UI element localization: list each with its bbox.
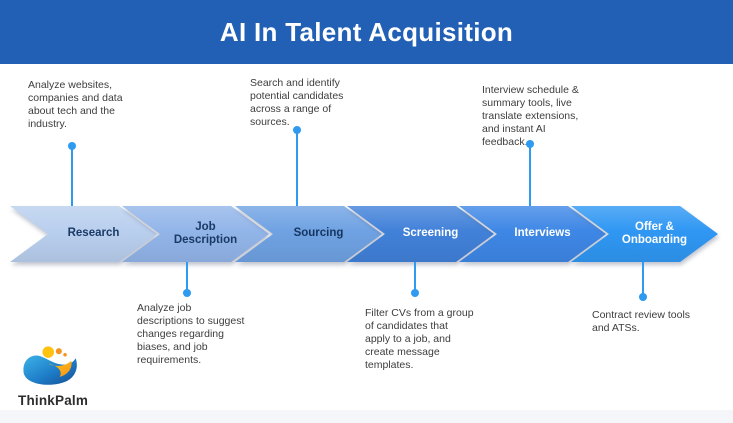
connector-line-sourcing	[296, 130, 298, 207]
connector-line-research	[71, 146, 73, 207]
thinkpalm-logo-icon	[23, 346, 77, 385]
annotation-screening: Filter CVs from a group of candidates th…	[365, 307, 474, 371]
annotation-offer-onboarding: Contract review tools and ATSs.	[592, 309, 691, 334]
footer-strip	[0, 410, 733, 423]
annotation-research: Analyze websites, companies and data abo…	[28, 79, 123, 130]
stage-arrow-research: Research	[10, 206, 157, 262]
stage-label-research: Research	[67, 227, 120, 240]
annotation-job-description: Analyze job descriptions to suggest chan…	[137, 302, 245, 366]
connector-dot-screening	[411, 289, 419, 297]
stage-arrow-sourcing: Sourcing	[235, 206, 382, 262]
stage-label-job-description: Job Description	[173, 220, 238, 247]
thinkpalm-logo-text: ThinkPalm	[18, 393, 89, 408]
connector-line-offer-onboarding	[642, 262, 644, 297]
connector-line-interviews	[529, 144, 531, 207]
page-title: AI In Talent Acquisition	[219, 16, 514, 47]
connector-line-screening	[414, 262, 416, 293]
stage-label-offer-onboarding: Offer & Onboarding	[621, 220, 688, 247]
stage-arrow-job-description: Job Description	[122, 206, 269, 262]
annotation-sourcing: Search and identify potential candidates…	[250, 77, 344, 128]
stage-arrow-interviews: Interviews	[459, 206, 606, 262]
stage-arrow-screening: Screening	[347, 206, 494, 262]
annotation-interviews: Interview schedule & summary tools, live…	[482, 84, 579, 148]
connector-line-job-description	[186, 262, 188, 293]
stage-arrow-offer-onboarding: Offer & Onboarding	[571, 206, 718, 262]
stage-label-sourcing: Sourcing	[293, 227, 344, 240]
connector-dot-job-description	[183, 289, 191, 297]
thinkpalm-logo: ThinkPalm	[18, 345, 108, 408]
stage-label-screening: Screening	[402, 227, 459, 240]
chevron-shape: Offer & Onboarding	[571, 206, 718, 262]
connector-dot-offer-onboarding	[639, 293, 647, 301]
stage-label-interviews: Interviews	[514, 227, 571, 240]
header-banner: AI In Talent Acquisition	[0, 0, 733, 64]
